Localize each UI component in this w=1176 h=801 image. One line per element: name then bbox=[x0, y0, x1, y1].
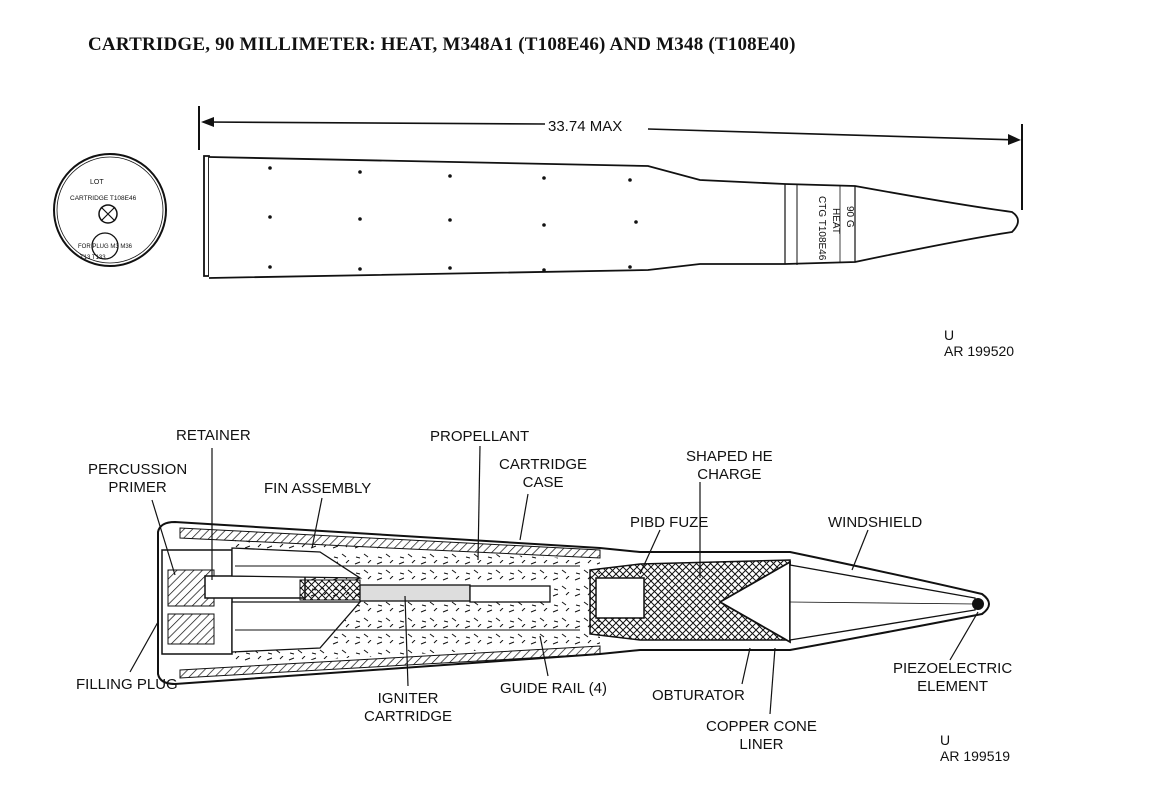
cartridge-section-drawing bbox=[157, 520, 990, 686]
leader-lines bbox=[129, 445, 979, 715]
page-title: CARTRIDGE, 90 MILLIMETER: HEAT, M348A1 (… bbox=[88, 34, 796, 55]
body-marking-3: CTG T108E46 bbox=[816, 196, 827, 261]
top-ref-code: U bbox=[944, 327, 955, 343]
stamp-code-text: T13 T133 bbox=[80, 255, 106, 261]
top-figure-reference: U AR 199520 bbox=[944, 327, 1014, 359]
bottom-ref-code: U bbox=[940, 732, 951, 748]
label-percussion-primer: PERCUSSION PRIMER bbox=[88, 461, 188, 496]
bottom-figure-reference: U AR 199519 bbox=[940, 732, 1010, 764]
body-marking-2: HEAT bbox=[830, 208, 841, 234]
stamp-primer-text: FOR PLUG M3 M36 bbox=[78, 244, 133, 250]
bottom-ref-number: AR 199519 bbox=[940, 748, 1011, 764]
label-igniter-cartridge: IGNITER CARTRIDGE bbox=[364, 690, 453, 725]
label-filling-plug: FILLING PLUG bbox=[76, 676, 178, 693]
cartridge-exterior-outline bbox=[203, 155, 1019, 279]
stamp-cartridge-text: CARTRIDGE T108E46 bbox=[70, 195, 137, 202]
label-pibd-fuze: PIBD FUZE bbox=[630, 514, 709, 531]
stamp-lot-text: LOT bbox=[90, 179, 104, 186]
dimension-line bbox=[198, 106, 1023, 210]
body-marking-1: 90 G bbox=[844, 206, 855, 228]
label-guide-rail: GUIDE RAIL (4) bbox=[500, 680, 607, 697]
dimension-label: 33.74 MAX bbox=[548, 118, 622, 135]
top-ref-number: AR 199520 bbox=[944, 343, 1015, 359]
label-retainer: RETAINER bbox=[176, 427, 251, 444]
label-copper-cone-liner: COPPER CONE LINER bbox=[706, 718, 817, 753]
label-obturator: OBTURATOR bbox=[652, 687, 745, 704]
label-fin-assembly: FIN ASSEMBLY bbox=[264, 480, 372, 497]
label-windshield: WINDSHIELD bbox=[828, 514, 923, 531]
base-stamp-drawing bbox=[53, 153, 167, 267]
label-piezoelectric-element: PIEZOELECTRIC ELEMENT bbox=[893, 660, 1013, 695]
label-cartridge-case: CARTRIDGE CASE bbox=[499, 456, 588, 491]
label-shaped-he-charge: SHAPED HE CHARGE bbox=[686, 448, 773, 483]
label-propellant: PROPELLANT bbox=[430, 428, 530, 445]
